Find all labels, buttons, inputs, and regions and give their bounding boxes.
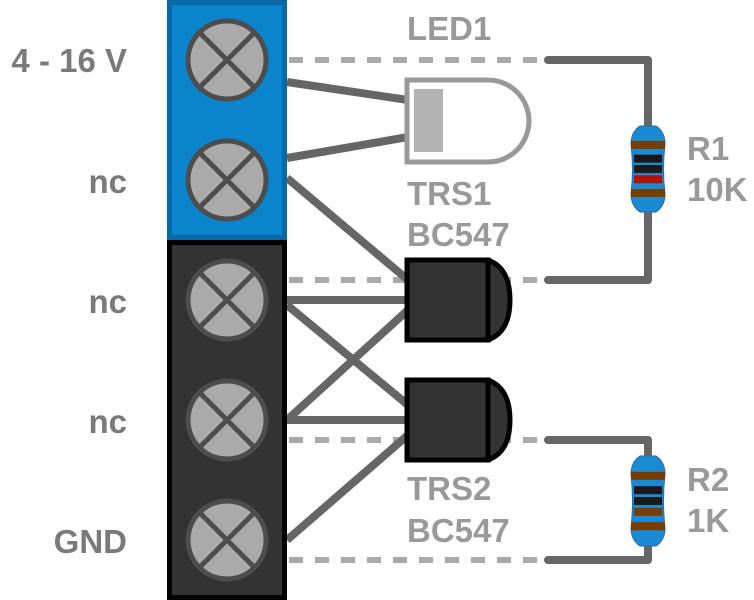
label-trs1-name: TRS1 <box>407 175 491 212</box>
label-r1-value: 10K <box>687 171 748 208</box>
screw-slot <box>198 511 256 569</box>
wire-t3-trs2 <box>284 301 411 409</box>
screws <box>185 18 269 582</box>
trs2-body <box>404 377 491 463</box>
screw-slot <box>198 271 256 329</box>
screw-icon <box>185 258 269 342</box>
trs2-dome <box>485 377 513 463</box>
wire-t2-trs1 <box>284 174 411 284</box>
wire-t2-led <box>286 133 409 162</box>
transistor-trs1 <box>404 257 513 343</box>
led1 <box>404 77 532 165</box>
resistor-band <box>634 507 662 516</box>
label-r1-name: R1 <box>687 130 729 167</box>
wire-t4-trs1 <box>284 307 411 423</box>
label-led1: LED1 <box>407 10 491 47</box>
resistor-band <box>634 486 662 495</box>
screw-slot <box>198 31 256 89</box>
wires <box>284 78 411 544</box>
trs1-body <box>404 257 491 343</box>
resistor-band <box>631 471 665 480</box>
resistor-r2 <box>630 455 666 547</box>
resistor-band <box>634 165 662 173</box>
screw-slot <box>198 151 256 209</box>
label-terminal-2: nc <box>88 163 127 200</box>
resistor-band <box>631 140 665 149</box>
resistor-r1 <box>630 125 666 213</box>
label-terminal-4: nc <box>88 403 127 440</box>
wire-t5-trs2 <box>284 431 411 544</box>
label-trs2-part: BC547 <box>407 512 510 549</box>
resistor-band <box>631 522 665 531</box>
screw-icon <box>185 378 269 462</box>
label-terminal-5: GND <box>54 523 127 560</box>
label-r2-value: 1K <box>687 502 729 539</box>
trs1-dome <box>485 257 513 343</box>
label-terminal-3: nc <box>88 283 127 320</box>
transistor-trs2 <box>404 377 513 463</box>
led-cathode-mark <box>414 89 443 152</box>
screw-slot <box>198 391 256 449</box>
screw-icon <box>185 18 269 102</box>
resistor-band <box>634 497 662 505</box>
resistor-band <box>634 175 662 184</box>
label-trs2-name: TRS2 <box>407 470 491 507</box>
label-terminal-1: 4 - 16 V <box>11 42 127 79</box>
screw-icon <box>185 498 269 582</box>
resistor-band <box>634 154 662 163</box>
label-r2-name: R2 <box>687 461 729 498</box>
label-trs1-part: BC547 <box>407 216 510 253</box>
screw-icon <box>185 138 269 222</box>
resistor-band <box>631 189 665 198</box>
wire-t1-led <box>286 78 409 104</box>
